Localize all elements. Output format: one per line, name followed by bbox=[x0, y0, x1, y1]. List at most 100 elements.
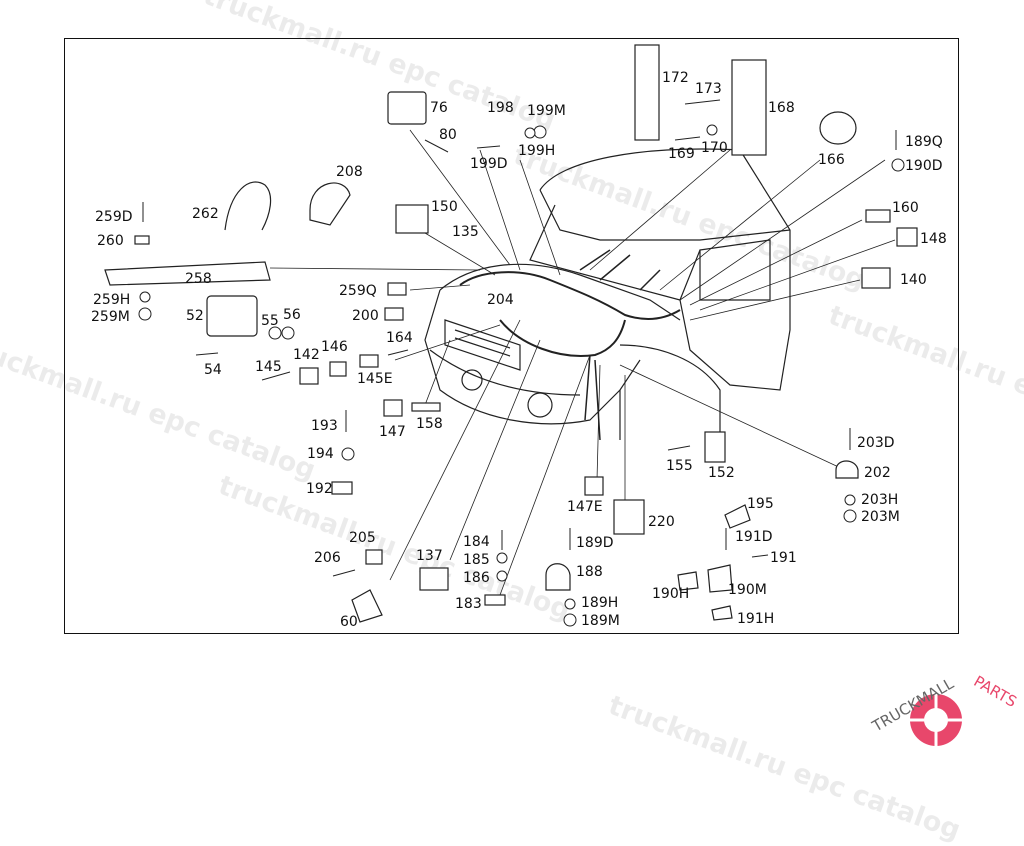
nut-186 bbox=[496, 570, 508, 582]
part-label: 259H bbox=[93, 292, 130, 308]
part-192 bbox=[331, 481, 353, 495]
part-200 bbox=[384, 307, 404, 321]
part-label: 146 bbox=[321, 339, 348, 355]
part-label: 76 bbox=[430, 100, 448, 116]
part-label: 206 bbox=[314, 550, 341, 566]
part-label: 258 bbox=[185, 271, 212, 287]
part-147 bbox=[383, 399, 403, 417]
part-label: 191H bbox=[737, 611, 774, 627]
part-label: 169 bbox=[668, 146, 695, 162]
part-label: 189M bbox=[581, 613, 620, 629]
part-label: 152 bbox=[708, 465, 735, 481]
part-158 bbox=[411, 402, 441, 412]
clip-191H bbox=[711, 605, 733, 621]
part-142 bbox=[299, 367, 319, 385]
clip-190H bbox=[677, 571, 699, 591]
cable-tie-262 bbox=[224, 181, 272, 231]
washer-199H bbox=[524, 127, 536, 139]
screw-206 bbox=[332, 569, 356, 577]
part-label: 155 bbox=[666, 458, 693, 474]
part-label: 208 bbox=[336, 164, 363, 180]
part-label: 168 bbox=[768, 100, 795, 116]
part-label: 220 bbox=[648, 514, 675, 530]
part-label: 158 bbox=[416, 416, 443, 432]
part-label: 199M bbox=[527, 103, 566, 119]
block-220 bbox=[613, 499, 645, 535]
part-label: 55 bbox=[261, 313, 279, 329]
part-label: 190H bbox=[652, 586, 689, 602]
part-labels: 76 80 198 199M 199D 199H 172 173 168 169… bbox=[91, 70, 947, 630]
part-label: 164 bbox=[386, 330, 413, 346]
part-label: 190M bbox=[728, 582, 767, 598]
screw-164 bbox=[387, 349, 409, 356]
connector-160 bbox=[865, 209, 891, 223]
part-label: 194 bbox=[307, 446, 334, 462]
bracket-60 bbox=[351, 589, 383, 623]
part-146 bbox=[329, 361, 347, 377]
truck-front bbox=[424, 289, 641, 425]
part-label: 183 bbox=[455, 596, 482, 612]
nut-203H bbox=[844, 494, 856, 506]
connector-148 bbox=[896, 227, 918, 247]
headlight-left bbox=[461, 369, 483, 391]
part-label: 191D bbox=[735, 529, 773, 545]
part-183 bbox=[484, 594, 506, 606]
part-label: 150 bbox=[431, 199, 458, 215]
part-label: 170 bbox=[701, 140, 728, 156]
part-label: 186 bbox=[463, 570, 490, 586]
screw-54 bbox=[195, 352, 219, 356]
nut-170 bbox=[706, 124, 718, 136]
part-label: 80 bbox=[439, 127, 457, 143]
clamp-208 bbox=[309, 182, 351, 226]
connector-150 bbox=[395, 204, 429, 234]
diagram-frame bbox=[64, 38, 959, 634]
part-label: 200 bbox=[352, 308, 379, 324]
clip-190M bbox=[707, 564, 733, 593]
part-label: 189Q bbox=[905, 134, 943, 150]
headlight-right bbox=[527, 392, 553, 418]
part-label: 140 bbox=[900, 272, 927, 288]
nut-55 bbox=[268, 326, 282, 340]
part-label: 259D bbox=[95, 209, 133, 225]
nut-194 bbox=[341, 447, 355, 461]
part-label: 192 bbox=[306, 481, 333, 497]
part-label: 189H bbox=[581, 595, 618, 611]
part-label: 137 bbox=[416, 548, 443, 564]
screw-80 bbox=[424, 139, 449, 153]
relay-76 bbox=[387, 91, 427, 125]
truck-side-window bbox=[699, 239, 771, 301]
screw-169 bbox=[674, 136, 701, 141]
part-label: 148 bbox=[920, 231, 947, 247]
part-label: 184 bbox=[463, 534, 490, 550]
wiring-diagram: 76 80 198 199M 199D 199H 172 173 168 169… bbox=[91, 44, 947, 630]
part-label: 198 bbox=[487, 100, 514, 116]
screw-145 bbox=[261, 371, 291, 381]
clamp-166 bbox=[819, 111, 857, 145]
part-label: 191 bbox=[770, 550, 797, 566]
part-label: 173 bbox=[695, 81, 722, 97]
part-label: 54 bbox=[204, 362, 222, 378]
part-label: 145E bbox=[357, 371, 393, 387]
part-label: 145 bbox=[255, 359, 282, 375]
logo-text-parts: PARTS bbox=[971, 672, 1020, 711]
nut-259M bbox=[138, 307, 152, 321]
truck-cab bbox=[539, 148, 791, 391]
part-label: 203M bbox=[861, 509, 900, 525]
clip-188 bbox=[545, 563, 571, 591]
part-label: 147E bbox=[567, 499, 603, 515]
part-label: 166 bbox=[818, 152, 845, 168]
part-label: 203H bbox=[861, 492, 898, 508]
truck-bumper bbox=[429, 349, 581, 396]
gear-icon bbox=[910, 694, 962, 746]
part-label: 205 bbox=[349, 530, 376, 546]
nut-203M bbox=[843, 509, 857, 523]
part-label: 193 bbox=[311, 418, 338, 434]
part-label: 204 bbox=[487, 292, 514, 308]
part-label: 52 bbox=[186, 308, 204, 324]
part-label: 260 bbox=[97, 233, 124, 249]
nut-259H bbox=[139, 291, 151, 303]
part-label: 135 bbox=[452, 224, 479, 240]
wiring-harness bbox=[584, 354, 601, 441]
screw-173 bbox=[684, 99, 721, 105]
part-label: 185 bbox=[463, 552, 490, 568]
